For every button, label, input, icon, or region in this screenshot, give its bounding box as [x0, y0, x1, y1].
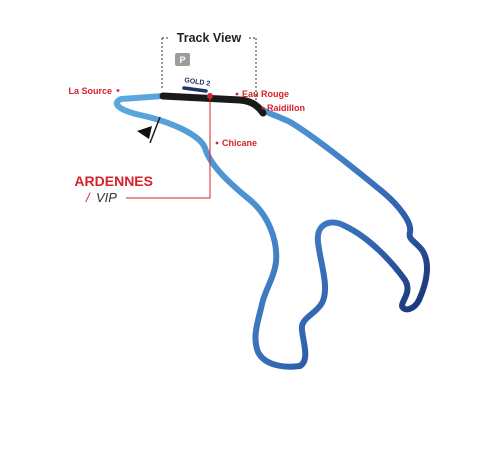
corner-raidillon: Raidillon [261, 103, 305, 113]
track-circuit [113, 93, 430, 370]
track-view-title: Track View [177, 31, 242, 45]
corner-eau-rouge: Eau Rouge [235, 89, 289, 99]
section-name: ARDENNES [74, 173, 153, 189]
section-callout [126, 93, 213, 199]
chicane-label: Chicane [222, 138, 257, 148]
eau-rouge-label: Eau Rouge [242, 89, 289, 99]
track-view-bracket [161, 37, 257, 100]
la-source-label: La Source [68, 86, 112, 96]
highlighted-section [159, 92, 267, 117]
section-tier: VIP [96, 190, 117, 205]
section-slash: / [85, 190, 91, 205]
grandstand-gold2: GOLD 2 [182, 77, 211, 93]
parking-icon: P [175, 53, 190, 66]
raidillon-label: Raidillon [267, 103, 305, 113]
grandstand-label: GOLD 2 [184, 77, 211, 88]
corner-la-source: La Source [68, 86, 120, 96]
start-finish-flag-icon [137, 116, 161, 144]
corner-chicane: Chicane [215, 138, 257, 148]
parking-badge-label: P [179, 55, 185, 65]
